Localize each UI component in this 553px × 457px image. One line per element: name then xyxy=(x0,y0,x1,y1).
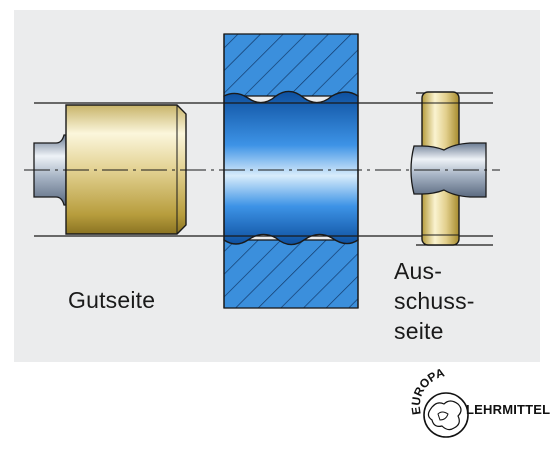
workpiece-upper-hatch xyxy=(223,33,359,97)
no-go-label-line2: schuss- xyxy=(394,288,475,314)
go-side-label: Gutseite xyxy=(68,287,156,313)
workpiece-section xyxy=(223,33,359,309)
no-go-label-line3: seite xyxy=(394,318,444,344)
no-go-label-line1: Aus- xyxy=(394,258,443,284)
logo-globe xyxy=(423,392,469,438)
logo-europe-map xyxy=(427,400,462,431)
no-go-gauge xyxy=(410,91,487,246)
no-go-gauge-handle xyxy=(410,142,487,198)
logo-side-text: LEHRMITTEL xyxy=(466,402,551,417)
